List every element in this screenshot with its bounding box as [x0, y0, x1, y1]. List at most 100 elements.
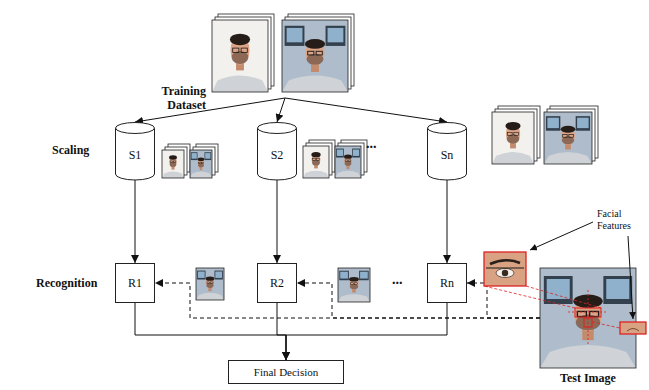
callout-label: Facial Features [597, 208, 647, 232]
cylinder-body [116, 128, 155, 180]
node-label: R2 [270, 276, 284, 290]
flow-arrow [447, 180, 448, 263]
monitor [191, 152, 198, 160]
photo-frame [212, 20, 268, 92]
row-label: Scaling [52, 143, 89, 157]
node-label: R1 [128, 276, 142, 290]
photo-frame [544, 112, 592, 164]
shirt [492, 152, 534, 164]
head [349, 278, 358, 290]
screen [547, 279, 570, 299]
photo-frame [196, 268, 224, 300]
glasses [308, 51, 314, 55]
portrait [162, 150, 184, 178]
cylinder-body [258, 128, 297, 180]
flow-arrow [285, 98, 447, 122]
screen [547, 118, 559, 128]
head [312, 153, 321, 166]
glasses [201, 162, 203, 163]
shirt [282, 75, 348, 92]
screen [192, 153, 197, 159]
dataset-stack: Training Dataset [212, 6, 358, 98]
leader-line [530, 222, 593, 250]
glasses [345, 160, 347, 162]
flow-arrow [135, 98, 285, 122]
decision-box: Final Decision [228, 360, 344, 384]
screen [205, 153, 210, 159]
photo-ground [282, 20, 348, 92]
portrait [540, 268, 636, 368]
hair [505, 122, 520, 130]
photo-frame [190, 150, 212, 178]
photo-ground [540, 268, 636, 368]
photo-ground [196, 268, 224, 300]
monitor [603, 276, 632, 304]
flow-arrow [286, 303, 447, 360]
node-label: S1 [129, 148, 142, 162]
portrait [303, 146, 329, 178]
crop-guide [526, 286, 601, 308]
nose-crop [620, 322, 646, 334]
cylinder-body [428, 128, 467, 180]
monitor [326, 26, 346, 46]
photo-frame [338, 268, 370, 302]
glasses [199, 162, 201, 163]
eye-crop [484, 252, 526, 286]
scaling-cylinder: S2 [257, 122, 297, 180]
screen [287, 28, 303, 42]
head [169, 156, 176, 167]
portrait [190, 150, 212, 178]
monitor [336, 149, 344, 158]
cylinder-top [258, 123, 297, 134]
glasses [569, 135, 573, 138]
monitor [352, 149, 360, 158]
hair [198, 157, 205, 161]
photo-ground [335, 146, 361, 178]
hair [305, 39, 325, 49]
scaling-cylinder: S1 [115, 122, 155, 180]
beard [507, 134, 520, 143]
screen [577, 118, 589, 128]
recognizer-box: Rn [427, 263, 467, 303]
hair [230, 34, 250, 46]
portrait [338, 268, 370, 302]
cylinder-top [428, 123, 467, 134]
screen [606, 279, 629, 299]
glasses [170, 161, 172, 163]
photo-ground [492, 112, 534, 164]
glasses [348, 160, 350, 162]
scaling-cylinder: Sn [427, 122, 467, 180]
portrait [335, 146, 361, 178]
screen [360, 272, 368, 279]
node-label: S2 [271, 148, 284, 162]
glasses [355, 283, 358, 285]
photo-frame [282, 20, 348, 92]
image-caption: Test Image [540, 371, 636, 385]
photo-frame [492, 112, 534, 164]
monitor [359, 271, 369, 281]
photo-ground [212, 20, 268, 92]
cylinder-top [116, 123, 155, 134]
recognizer-box: R1 [115, 263, 155, 303]
hair [349, 277, 359, 282]
test-image: Test Image [540, 268, 636, 368]
photo-ground [303, 146, 329, 178]
photo-ground [162, 150, 184, 178]
shirt [212, 75, 268, 92]
monitor [214, 271, 222, 280]
glasses [210, 282, 213, 284]
hair [311, 152, 320, 157]
monitor [576, 116, 590, 131]
beard [198, 163, 204, 167]
monitor [205, 152, 212, 160]
glasses [173, 161, 175, 163]
glasses [241, 48, 247, 52]
portrait [544, 112, 592, 164]
hair [169, 155, 177, 159]
crop-border [620, 322, 646, 334]
shirt [303, 171, 329, 178]
portrait [196, 268, 224, 300]
screen [215, 272, 222, 278]
eye [496, 269, 514, 278]
